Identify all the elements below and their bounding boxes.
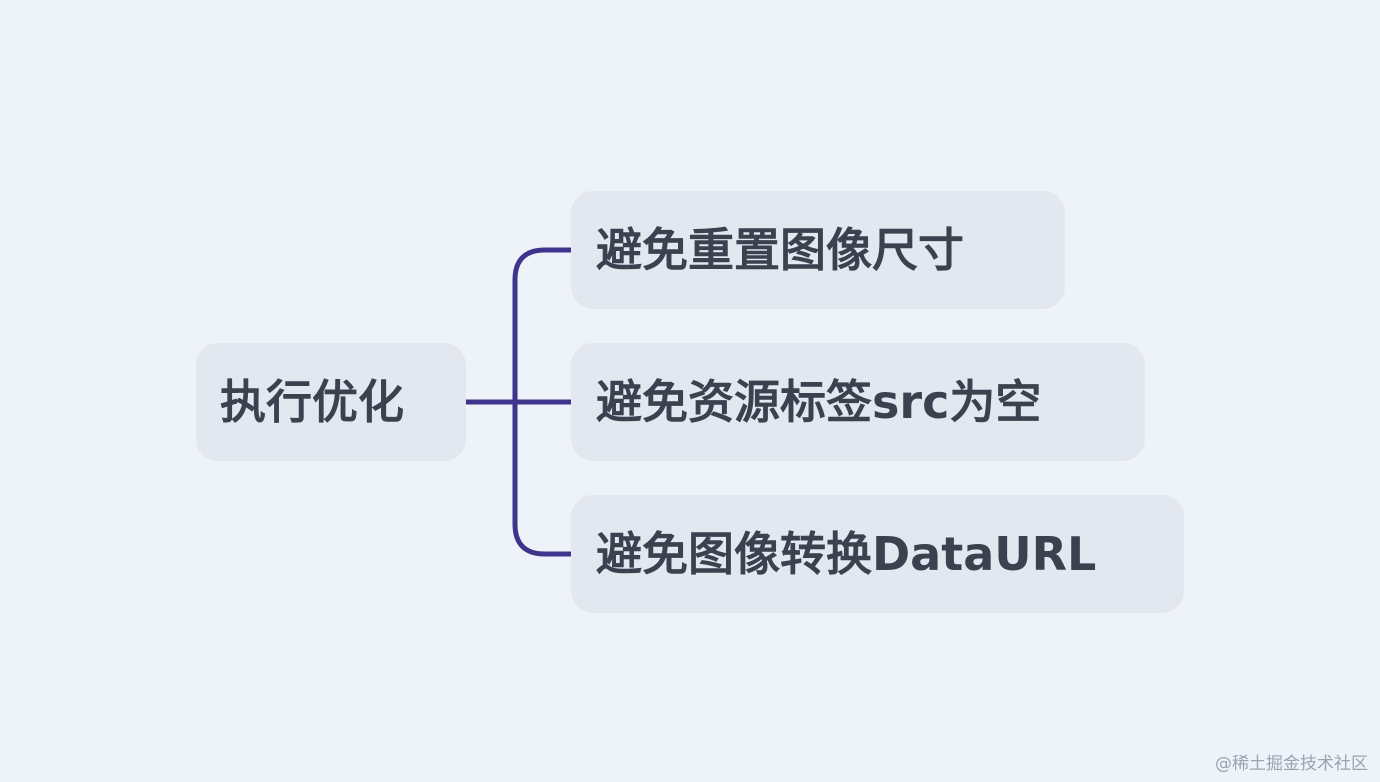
node-child-dataurl[interactable]: 避免图像转换DataURL (571, 495, 1184, 613)
node-root[interactable]: 执行优化 (196, 343, 466, 461)
node-child-label: 避免资源标签src为空 (596, 375, 1042, 429)
node-child-label: 避免重置图像尺寸 (596, 223, 964, 277)
watermark: @稀土掘金技术社区 (1215, 754, 1368, 774)
node-child-label: 避免图像转换DataURL (596, 527, 1097, 581)
node-root-label: 执行优化 (220, 375, 404, 429)
node-child-empty-src[interactable]: 避免资源标签src为空 (571, 343, 1145, 461)
connector-branch-3 (512, 399, 574, 557)
connector-branch-1 (512, 247, 574, 405)
node-child-resize[interactable]: 避免重置图像尺寸 (571, 191, 1065, 309)
